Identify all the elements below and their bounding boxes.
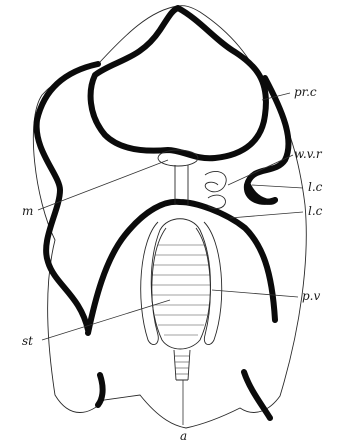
peritoneal-vesicle-left [141, 222, 166, 345]
leader-lc2 [230, 212, 303, 218]
label-m: m [22, 204, 33, 218]
intestine [174, 350, 190, 380]
label-wvr: w.v.r [294, 147, 323, 161]
label-pv: p.v [302, 289, 320, 303]
label-st: st [22, 334, 33, 348]
label-lc2: l.c [308, 204, 323, 218]
leader-lc1 [252, 185, 303, 188]
leader-wvr [228, 155, 293, 185]
water-vascular-ring [205, 171, 226, 191]
gut-outline-thick [88, 202, 275, 333]
lower-stripe-right [244, 372, 270, 418]
intestine-rings [175, 356, 189, 374]
peritoneal-vesicle-right [196, 222, 222, 345]
stomach-hatching [152, 245, 210, 335]
label-lc1: l.c [308, 180, 323, 194]
label-prc: pr.c [294, 85, 317, 99]
leader-pv [212, 290, 298, 297]
label-a: a [180, 429, 187, 443]
lower-stripe-left [98, 375, 103, 405]
leader-st [42, 300, 170, 340]
pericardial-outline [91, 8, 266, 158]
